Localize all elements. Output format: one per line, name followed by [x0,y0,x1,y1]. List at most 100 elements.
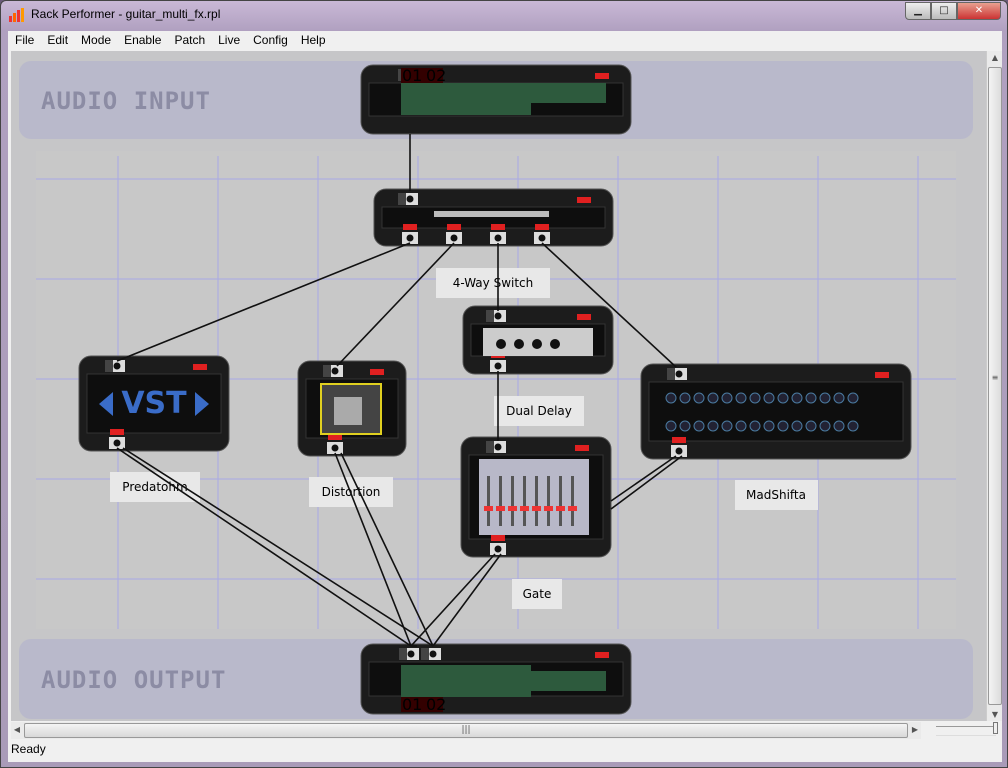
port-led [403,224,417,230]
jack-hole-icon [494,234,502,242]
status-text: Ready [11,742,46,756]
delay-knob [532,339,542,349]
madshifta-knob [693,392,705,404]
horizontal-scrollbar[interactable]: ◀ ||| ▶ [11,722,921,739]
menu-live[interactable]: Live [218,33,241,47]
cable[interactable] [334,452,412,647]
madshifta-knob [763,392,775,404]
madshifta-knob [791,392,803,404]
cable[interactable] [432,553,502,647]
scroll-up-icon[interactable]: ▲ [991,53,999,62]
madshifta-knob [707,392,719,404]
madshifta-knob [805,420,817,432]
cable[interactable] [541,242,677,368]
add-port-button[interactable] [399,648,407,660]
jack-hole-icon [429,650,437,658]
jack-hole-icon [113,362,121,370]
menu-config[interactable]: Config [253,33,288,47]
cable[interactable] [116,242,411,362]
jack-hole-icon [331,367,339,375]
zoom-slider[interactable] [936,722,998,736]
dsp-panel [511,83,606,103]
output-channel-display [401,697,443,712]
horizontal-scroll-thumb[interactable]: ||| [24,723,908,738]
cable[interactable] [116,447,412,647]
cable[interactable] [610,455,677,502]
add-port-button[interactable] [105,360,113,372]
madshifta-knob [749,392,761,404]
cable[interactable] [410,553,496,647]
audio-input-label: AUDIO INPUT [41,87,211,115]
menu-enable[interactable]: Enable [124,33,162,47]
add-port-button[interactable] [323,365,331,377]
gate-fader [487,476,490,526]
madshifta-knob [777,420,789,432]
vst-logo: VST [121,386,187,421]
port-led [328,434,342,440]
vst-module[interactable] [78,355,230,452]
gate-fader [499,476,502,526]
gate-fader [559,476,562,526]
jack-hole-icon [407,650,415,658]
gate-fader-knob [532,506,541,511]
status-led [370,369,384,375]
menu-edit[interactable]: Edit [47,33,69,47]
madshifta-knob [735,420,747,432]
port-led [110,429,124,435]
maximize-button[interactable]: □ [931,2,957,20]
add-port-button[interactable] [486,441,494,453]
switch-module[interactable] [373,188,614,247]
add-port-button[interactable] [667,368,675,380]
madshifta-knob [735,392,747,404]
menu-patch[interactable]: Patch [174,33,206,47]
delay-knob [496,339,506,349]
port-led [672,437,686,443]
madshifta-module-panel [648,381,904,442]
madshifta-knob [665,420,677,432]
input-gain-panel [401,83,531,115]
jack-hole-icon [406,195,414,203]
vertical-scrollbar[interactable]: ▲ ≡ ▼ [986,51,1002,721]
madshifta-knob [763,420,775,432]
zoom-slider-knob[interactable] [993,722,998,734]
menu-help[interactable]: Help [300,33,326,47]
scroll-left-icon[interactable]: ◀ [13,725,21,734]
cable[interactable] [336,242,455,367]
port-led [447,224,461,230]
gate-fader-knob [568,506,577,511]
cable[interactable] [340,452,434,647]
gate-fader-knob [520,506,529,511]
gate-fader [571,476,574,526]
scroll-down-icon[interactable]: ▼ [991,710,999,719]
vertical-scroll-thumb[interactable]: ≡ [988,67,1002,705]
add-port-button[interactable] [486,310,494,322]
delay-knob [514,339,524,349]
minimize-button[interactable]: ▁ [905,2,931,20]
output-channel-2: 02 [426,695,446,714]
jack-hole-icon [675,370,683,378]
gate-fader-knob [556,506,565,511]
madshifta-knob [665,392,677,404]
dsp-panel [511,671,606,691]
cable[interactable] [610,455,683,510]
distortion-pad [334,397,362,425]
madshifta-knob [805,392,817,404]
menu-mode[interactable]: Mode [81,33,112,47]
madshifta-knob [707,420,719,432]
cables [116,134,683,647]
menu-bar: File Edit Mode Enable Patch Live Config … [8,31,1002,51]
madshifta-knob [819,420,831,432]
module-label-4-way-switch: 4-Way Switch [453,276,534,290]
madshifta-module[interactable] [640,363,912,460]
scroll-right-icon[interactable]: ▶ [911,725,919,734]
port-led [535,224,549,230]
jack-hole-icon [494,362,502,370]
close-button[interactable]: ✕ [957,2,1001,20]
add-port-button[interactable] [421,648,429,660]
cable[interactable] [122,447,434,647]
status-led [595,73,609,79]
input-channel-display [401,68,443,83]
menu-file[interactable]: File [15,33,35,47]
add-port-button[interactable] [398,193,406,205]
